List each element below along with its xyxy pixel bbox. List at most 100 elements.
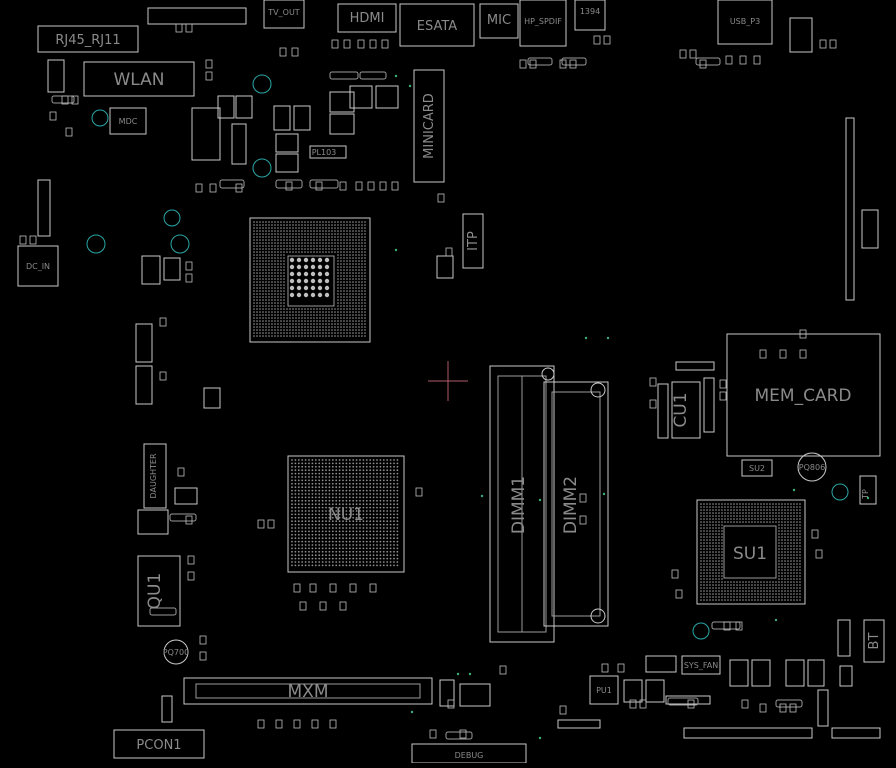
small-component-row[interactable] <box>657 383 669 439</box>
small-ic[interactable] <box>163 257 181 281</box>
smd-pad <box>331 39 339 49</box>
esata-connector[interactable] <box>399 3 475 47</box>
inductor[interactable] <box>231 123 247 165</box>
tvout-connector[interactable] <box>263 0 305 29</box>
smd-pad <box>671 569 679 579</box>
pq700-transistor[interactable] <box>163 639 189 665</box>
small-ic[interactable] <box>439 679 455 707</box>
small-ic[interactable] <box>137 509 169 535</box>
hp-spdif-jack[interactable] <box>519 0 567 47</box>
su1-chip[interactable] <box>696 499 806 605</box>
power-mosfet[interactable] <box>293 105 311 131</box>
mdc-connector[interactable] <box>109 107 147 135</box>
mxm-slot[interactable] <box>183 677 433 705</box>
resistor-array[interactable] <box>683 727 813 739</box>
small-ic[interactable] <box>203 387 221 409</box>
minicard-slot[interactable] <box>413 69 445 183</box>
left-small-connector[interactable] <box>47 59 65 93</box>
silkscreen-tag <box>775 699 803 708</box>
power-mosfet[interactable] <box>329 113 355 135</box>
cu1-ic[interactable] <box>671 381 701 439</box>
small-ic[interactable] <box>174 487 198 505</box>
bluetooth-connector[interactable] <box>863 619 885 663</box>
top-right-component[interactable] <box>789 17 813 53</box>
via <box>866 496 870 500</box>
power-mosfet[interactable] <box>751 659 771 687</box>
pu1-ic[interactable] <box>589 675 619 705</box>
small-ic[interactable] <box>645 655 677 673</box>
power-mosfet[interactable] <box>217 95 235 119</box>
usb-p3-label: USB_P3 <box>730 17 760 26</box>
smd-pad <box>185 273 193 283</box>
lvds-connector[interactable] <box>845 117 855 301</box>
smd-pad <box>779 703 787 713</box>
power-mosfet[interactable] <box>375 85 399 109</box>
smd-pad <box>819 39 827 49</box>
power-mosfet[interactable] <box>275 153 299 173</box>
small-component[interactable] <box>161 695 173 723</box>
su2-ic[interactable] <box>741 459 773 477</box>
top-header-connector[interactable] <box>147 7 247 25</box>
sys-fan-header[interactable] <box>681 655 721 675</box>
mdc-label: MDC <box>119 117 138 126</box>
power-mosfet[interactable] <box>729 659 749 687</box>
small-component[interactable] <box>817 689 829 727</box>
pq806-transistor[interactable] <box>797 452 827 482</box>
rj45-connector[interactable] <box>37 25 139 53</box>
nu1-chip[interactable] <box>287 455 405 573</box>
tvout-label: TV_OUT <box>267 8 300 17</box>
small-connector[interactable] <box>861 209 879 249</box>
small-ic[interactable] <box>459 683 491 707</box>
cpu-socket[interactable] <box>249 217 371 343</box>
smd-pad <box>735 621 743 631</box>
small-component-row[interactable] <box>703 377 715 433</box>
small-ic[interactable] <box>141 255 161 285</box>
smd-pad <box>649 377 657 387</box>
via <box>394 74 398 78</box>
power-mosfet[interactable] <box>807 659 825 687</box>
itp-connector[interactable] <box>462 213 484 269</box>
smd-pad <box>175 23 183 33</box>
dimm1-slot[interactable] <box>489 365 555 643</box>
pl103-inductor[interactable] <box>309 145 347 159</box>
smd-pad <box>285 181 293 191</box>
via <box>480 494 484 498</box>
hdmi-connector[interactable] <box>337 3 397 33</box>
power-mosfet[interactable] <box>275 133 299 153</box>
dc-in-jack[interactable] <box>17 245 59 287</box>
small-ic[interactable] <box>436 255 454 279</box>
resistor-array[interactable] <box>557 719 601 729</box>
pu1-label: PU1 <box>596 686 612 695</box>
power-mosfet[interactable] <box>785 659 805 687</box>
power-mosfet[interactable] <box>349 85 373 109</box>
bga-balls <box>253 221 366 337</box>
wlan-module[interactable] <box>83 61 195 97</box>
smd-pad <box>723 621 731 631</box>
tp-header[interactable] <box>859 475 877 505</box>
via <box>538 498 542 502</box>
power-mosfet[interactable] <box>273 105 291 131</box>
daughter-connector[interactable] <box>143 443 167 509</box>
silkscreen-tag <box>527 57 553 66</box>
fan-header[interactable] <box>135 365 153 405</box>
mic-jack[interactable] <box>479 3 519 39</box>
resistor-array[interactable] <box>831 727 881 739</box>
dimm2-slot[interactable] <box>543 381 609 627</box>
small-component[interactable] <box>837 619 851 657</box>
small-component[interactable] <box>675 361 715 371</box>
power-mosfet[interactable] <box>329 91 355 113</box>
power-mosfet[interactable] <box>645 679 665 703</box>
smd-pad <box>199 635 207 645</box>
qu1-ic[interactable] <box>137 555 181 627</box>
smd-pad <box>391 181 399 191</box>
power-mosfet[interactable] <box>623 679 643 703</box>
ieee1394-connector[interactable] <box>574 0 606 31</box>
power-mosfet[interactable] <box>235 95 253 119</box>
usb-p3-connector[interactable] <box>717 0 773 45</box>
dc-in-header[interactable] <box>37 179 51 237</box>
fan-header[interactable] <box>135 323 153 363</box>
small-component[interactable] <box>839 665 853 687</box>
pcon1-connector[interactable] <box>113 729 205 759</box>
power-mosfet[interactable] <box>191 107 221 161</box>
